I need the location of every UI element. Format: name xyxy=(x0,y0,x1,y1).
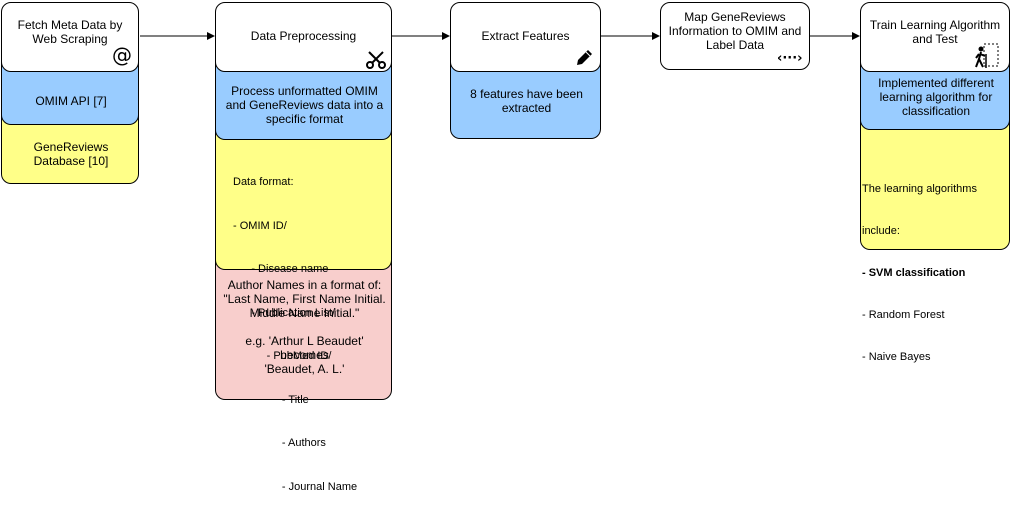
text-line: - Random Forest xyxy=(862,309,945,321)
text-line: - Title xyxy=(233,393,309,406)
text-line: Data format: xyxy=(233,176,294,188)
text-line: "Last Name, First Name Initial. xyxy=(223,292,386,306)
step1-detail-text: GeneReviews Database [10] xyxy=(33,140,109,168)
scissors-icon xyxy=(366,51,386,69)
step1-detail-text: OMIM API [7] xyxy=(35,94,107,108)
step5-title: Train Learning Algorithm and Test xyxy=(869,18,1001,46)
step4-header: Map GeneReviews Information to OMIM and … xyxy=(660,2,810,70)
text-line: 'Beaudet, A. L.' xyxy=(264,362,345,376)
text-line: The learning algorithms xyxy=(862,183,977,195)
step2-detail-yellow: Data format: - OMIM ID/ - Disease name -… xyxy=(215,120,392,493)
text-line: - Authors xyxy=(233,437,326,449)
step1-header: Fetch Meta Data by Web Scraping xyxy=(1,2,139,72)
text-line: - Journal Name xyxy=(233,480,358,493)
step5-header: Train Learning Algorithm and Test xyxy=(860,2,1010,72)
pencil-icon xyxy=(577,50,592,65)
step3-detail-text: 8 features have been extracted xyxy=(470,87,583,115)
text-line: - SVM classification xyxy=(862,267,966,279)
step2-detail-text: Process unformatted OMIM and GeneReviews… xyxy=(225,84,384,126)
text-line: - Disease name xyxy=(233,263,329,275)
text-line: - OMIM ID/ xyxy=(233,219,287,232)
hiker-icon xyxy=(975,43,999,68)
flow-arrows xyxy=(140,32,860,40)
step1-title: Fetch Meta Data by Web Scraping xyxy=(17,18,123,46)
step5-detail-text: Implemented different learning algorithm… xyxy=(878,76,994,118)
text-line: - Publication List/ xyxy=(233,306,336,319)
step4-title: Map GeneReviews Information to OMIM and … xyxy=(668,10,802,52)
code-arrows-icon: ‹···› xyxy=(777,51,803,66)
at-sign-icon: @ xyxy=(112,43,132,67)
step5-algorithms-text: The learning algorithms include: - SVM c… xyxy=(862,154,977,392)
step3-header: Extract Features xyxy=(450,2,601,72)
text-line: Author Names in a format of: xyxy=(227,278,382,292)
step2-data-format-text: Data format: - OMIM ID/ - Disease name -… xyxy=(233,146,357,523)
text-line: include: xyxy=(862,225,900,237)
step5-detail-yellow: The learning algorithms include: - SVM c… xyxy=(860,118,1010,363)
step2-author-format-text: Author Names in a format of: "Last Name,… xyxy=(216,278,393,376)
text-line: e.g. 'Arthur L Beaudet' xyxy=(245,334,364,348)
step2-detail-pink: Author Names in a format of: "Last Name,… xyxy=(215,258,392,400)
step2-header: Data Preprocessing xyxy=(215,2,392,72)
step2-title: Data Preprocessing xyxy=(250,29,357,43)
step3-title: Extract Features xyxy=(481,29,570,43)
text-line: Middle Name Initial." xyxy=(249,306,360,320)
text-line: becomes xyxy=(280,348,329,362)
text-line: - PubMed ID/ xyxy=(233,350,332,362)
text-line: - Naive Bayes xyxy=(862,351,931,363)
